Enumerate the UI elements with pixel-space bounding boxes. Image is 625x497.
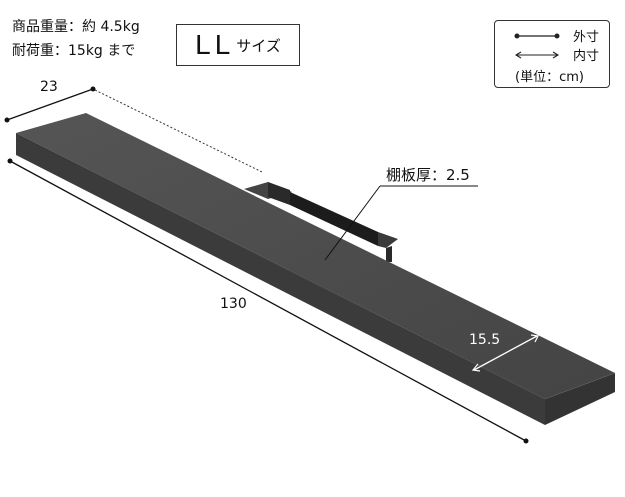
depth-label: 23 <box>40 79 58 95</box>
inner-depth-arrow <box>471 334 539 372</box>
width-label: 130 <box>220 296 247 312</box>
product-weight: 商品重量：約 4.5kg <box>12 19 140 35</box>
thickness-label: 棚板厚：2.5 <box>386 166 470 184</box>
size-badge: LL サイズ <box>176 24 300 66</box>
legend-unit: (単位：cm) <box>515 70 584 85</box>
legend-outer: 外寸 <box>573 30 600 45</box>
thickness-leader-line <box>324 185 478 261</box>
dimension-legend: 外寸 内寸 (単位：cm) <box>494 20 610 88</box>
shelf-front <box>16 133 545 425</box>
load-capacity: 耐荷重：15kg まで <box>12 43 136 59</box>
inner-depth-label: 15.5 <box>469 332 501 348</box>
size-suffix: サイズ <box>236 36 281 55</box>
width-dimension-line <box>7 158 529 444</box>
size-code: LL <box>195 29 235 60</box>
legend-inner: 内寸 <box>573 49 600 64</box>
depth-dimension-line <box>4 86 263 173</box>
wall-bracket <box>244 182 398 262</box>
legend-line-icons <box>514 33 560 59</box>
shelf-end <box>545 373 615 425</box>
shelf-top <box>16 113 615 399</box>
